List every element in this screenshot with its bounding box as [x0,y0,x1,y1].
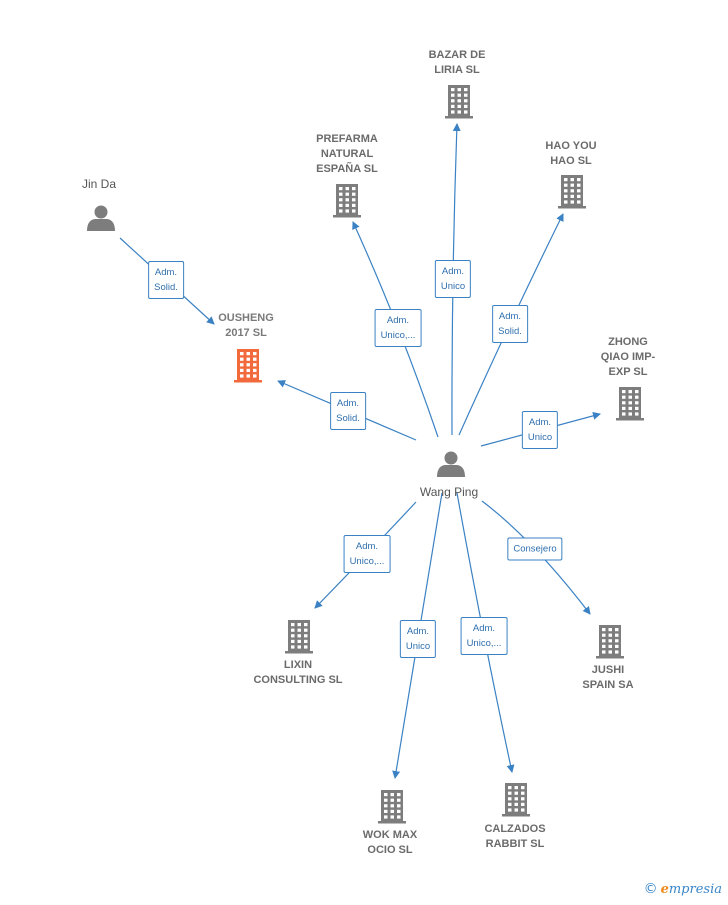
person-icon-jinda[interactable] [87,205,115,232]
edge-label-wangping-wokmax[interactable]: Adm. Unico [399,620,437,658]
building-icon-prefarma[interactable] [333,184,361,218]
node-label-lixin[interactable]: LIXIN CONSULTING SL [253,659,343,686]
edge-label-wangping-calzados[interactable]: Adm. Unico,... [460,617,508,655]
brand-initial: e [660,882,669,897]
brand-name: mpresia [668,882,722,897]
building-icon-ousheng[interactable] [234,349,262,383]
building-icon-bazar[interactable] [445,85,473,119]
node-label-jushi[interactable]: JUSHI SPAIN SA [582,664,634,691]
building-icon-haoyou[interactable] [558,175,586,209]
building-icon-wokmax[interactable] [378,790,406,824]
building-icon-calzados[interactable] [502,783,530,817]
building-icon-jushi[interactable] [596,625,624,659]
edge-label-jinda-ousheng[interactable]: Adm. Solid. [148,261,184,299]
building-icon-zhong[interactable] [616,387,644,421]
edge-label-wangping-jushi[interactable]: Consejero [507,537,563,561]
copyright-symbol: © [643,881,658,897]
node-label-calzados[interactable]: CALZADOS RABBIT SL [484,823,546,850]
node-label-wokmax[interactable]: WOK MAX OCIO SL [362,829,418,856]
node-label-haoyou[interactable]: HAO YOU HAO SL [545,140,597,167]
edge-label-wangping-zhong[interactable]: Adm. Unico [521,411,559,449]
edge-label-wangping-ousheng[interactable]: Adm. Solid. [330,392,366,430]
edge-label-wangping-prefarma[interactable]: Adm. Unico,... [374,309,422,347]
node-label-ousheng[interactable]: OUSHENG 2017 SL [218,312,274,339]
building-icon-lixin[interactable] [285,620,313,654]
edge-label-wangping-haoyou[interactable]: Adm. Solid. [492,305,528,343]
edge-label-wangping-bazar[interactable]: Adm. Unico [434,260,472,298]
empresia-logo: ©empresia [644,881,722,897]
person-icon-wangping[interactable] [437,451,465,478]
node-label-jinda[interactable]: Jin Da [81,177,117,191]
node-label-wangping[interactable]: Wang Ping [419,485,479,499]
node-label-zhong[interactable]: ZHONG QIAO IMP- EXP SL [600,336,656,378]
node-label-prefarma[interactable]: PREFARMA NATURAL ESPAÑA SL [316,133,378,175]
edge-label-wangping-lixin[interactable]: Adm. Unico,... [343,535,391,573]
node-label-bazar[interactable]: BAZAR DE LIRIA SL [428,49,486,76]
